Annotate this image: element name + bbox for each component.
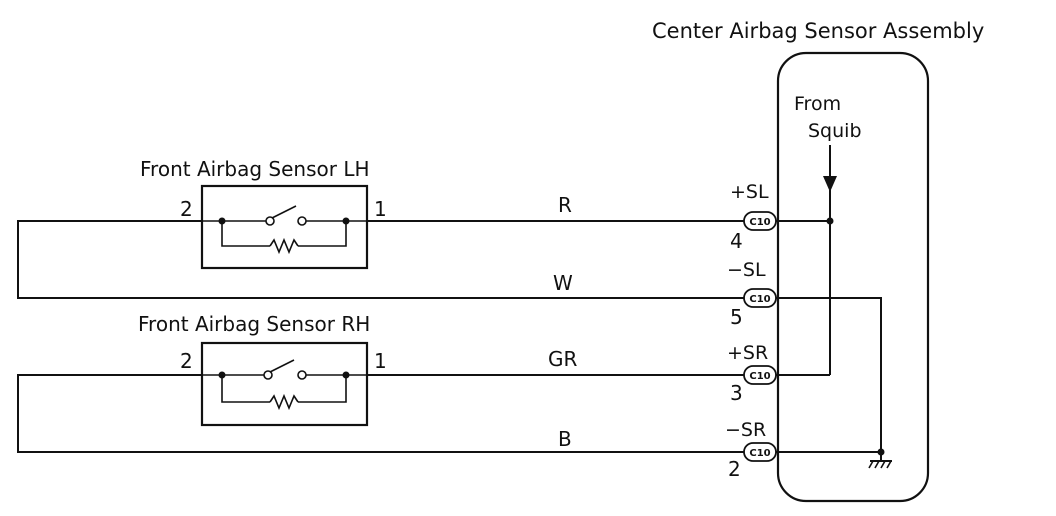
assembly-title: Center Airbag Sensor Assembly bbox=[652, 19, 984, 43]
squib-label-line1: From bbox=[794, 93, 841, 115]
resistor-icon bbox=[269, 393, 299, 411]
terminal-sr-minus: −SR bbox=[725, 419, 766, 441]
wire-r: R bbox=[367, 193, 746, 222]
pin-number: 2 bbox=[728, 457, 741, 481]
resistor-icon bbox=[269, 237, 299, 255]
squib-label-line2: Squib bbox=[808, 120, 862, 142]
sensor-rh-pin-left: 2 bbox=[180, 349, 193, 373]
connector-sr-minus: −SR C10 2 bbox=[725, 419, 777, 481]
sensor-lh-title: Front Airbag Sensor LH bbox=[140, 157, 370, 181]
wire-gr-label: GR bbox=[548, 347, 577, 371]
connector-code: C10 bbox=[749, 294, 770, 305]
connector-code: C10 bbox=[749, 217, 770, 228]
wire-r-label: R bbox=[558, 193, 572, 217]
sensor-rh-pin-right: 1 bbox=[374, 349, 387, 373]
connector-sl-plus: +SL C10 4 bbox=[730, 181, 777, 253]
switch-icon bbox=[263, 359, 307, 380]
connector-sr-plus: +SR C10 3 bbox=[727, 342, 777, 405]
front-airbag-sensor-rh: Front Airbag Sensor RH 2 1 bbox=[138, 312, 387, 427]
sensor-lh-pin-left: 2 bbox=[180, 197, 193, 221]
switch-icon bbox=[265, 205, 307, 226]
wire-w: W bbox=[17, 220, 746, 299]
junction-dot bbox=[877, 448, 885, 456]
terminal-sl-minus: −SL bbox=[727, 259, 766, 281]
pin-number: 3 bbox=[730, 381, 743, 405]
terminal-sl-plus: +SL bbox=[730, 181, 769, 203]
connector-code: C10 bbox=[749, 448, 770, 459]
pin-number: 5 bbox=[730, 305, 743, 329]
sensor-rh-title: Front Airbag Sensor RH bbox=[138, 312, 370, 336]
connector-sl-minus: −SL C10 5 bbox=[727, 259, 777, 329]
sensor-lh-box bbox=[200, 184, 369, 270]
wire-b: B bbox=[17, 374, 746, 453]
wire-w-label: W bbox=[553, 271, 573, 295]
arrow-down-icon bbox=[823, 145, 837, 192]
wire-gr: GR bbox=[367, 347, 746, 376]
center-airbag-sensor-box bbox=[776, 51, 930, 503]
pin-number: 4 bbox=[730, 229, 743, 253]
sensor-rh-box bbox=[200, 341, 369, 427]
connector-code: C10 bbox=[749, 371, 770, 382]
terminal-sr-plus: +SR bbox=[727, 342, 768, 364]
sensor-lh-pin-right: 1 bbox=[374, 197, 387, 221]
wire-b-label: B bbox=[558, 427, 572, 451]
ground-symbol-icon bbox=[868, 460, 892, 469]
front-airbag-sensor-lh: Front Airbag Sensor LH 2 1 bbox=[140, 157, 387, 270]
